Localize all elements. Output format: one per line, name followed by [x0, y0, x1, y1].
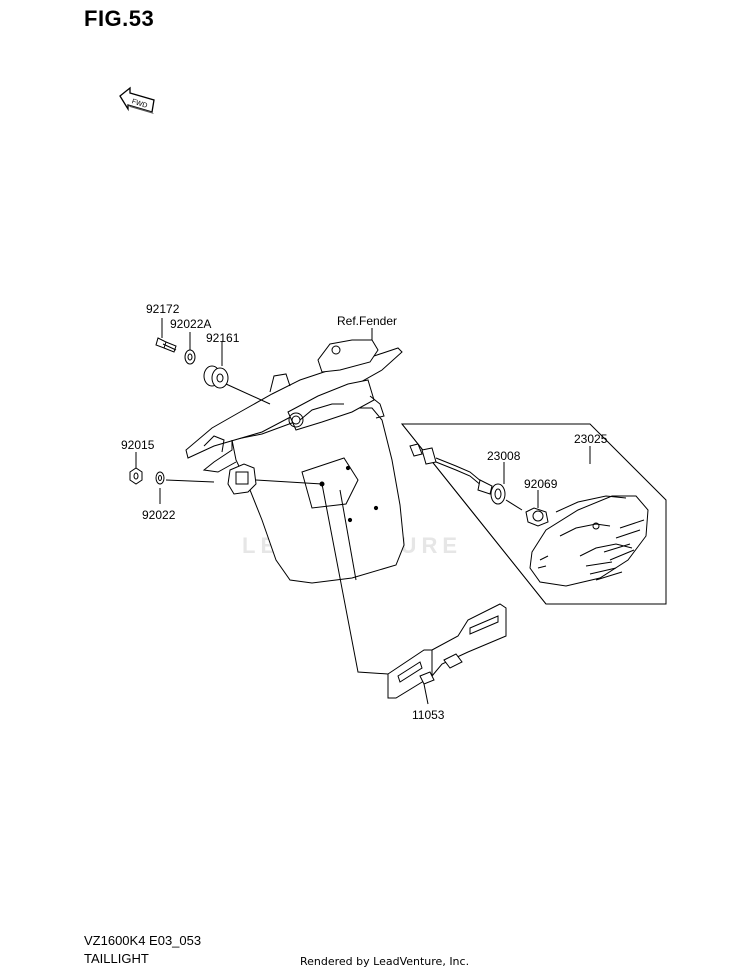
- callout-92172: 92172: [146, 302, 180, 316]
- bulb-92069: [525, 507, 549, 527]
- footer-title: TAILLIGHT: [84, 951, 149, 966]
- callout-92022: 92022: [142, 508, 176, 522]
- washer-92022: [155, 471, 165, 485]
- callout-92015: 92015: [121, 438, 155, 452]
- fender-top-band: [185, 347, 403, 459]
- taillight-23025: [529, 495, 649, 587]
- callout-23008: 23008: [487, 449, 521, 463]
- footer-model: VZ1600K4 E03_053: [84, 933, 202, 948]
- callout-92069: 92069: [524, 477, 558, 491]
- callout-92161: 92161: [206, 331, 240, 345]
- callout-11053: 11053: [412, 708, 445, 722]
- figure-title: FIG.53: [84, 6, 155, 31]
- socket-23008: [409, 443, 506, 505]
- fwd-arrow-icon: FWD: [119, 86, 155, 114]
- license-bracket-11053: [387, 603, 507, 699]
- mount-recess: [287, 379, 375, 431]
- grommet-92161: [203, 365, 229, 389]
- nut-92015: [129, 467, 143, 485]
- callout-92022a: 92022A: [170, 317, 212, 331]
- footer-rendered-by: Rendered by LeadVenture, Inc.: [300, 955, 470, 968]
- bolt-92172: [155, 337, 177, 353]
- washer-92022a: [184, 349, 196, 365]
- rear-fender: [231, 407, 405, 584]
- callout-ref-fender: Ref.Fender: [337, 314, 398, 328]
- fwd-text: FWD: [131, 98, 148, 110]
- callout-23025: 23025: [574, 432, 608, 446]
